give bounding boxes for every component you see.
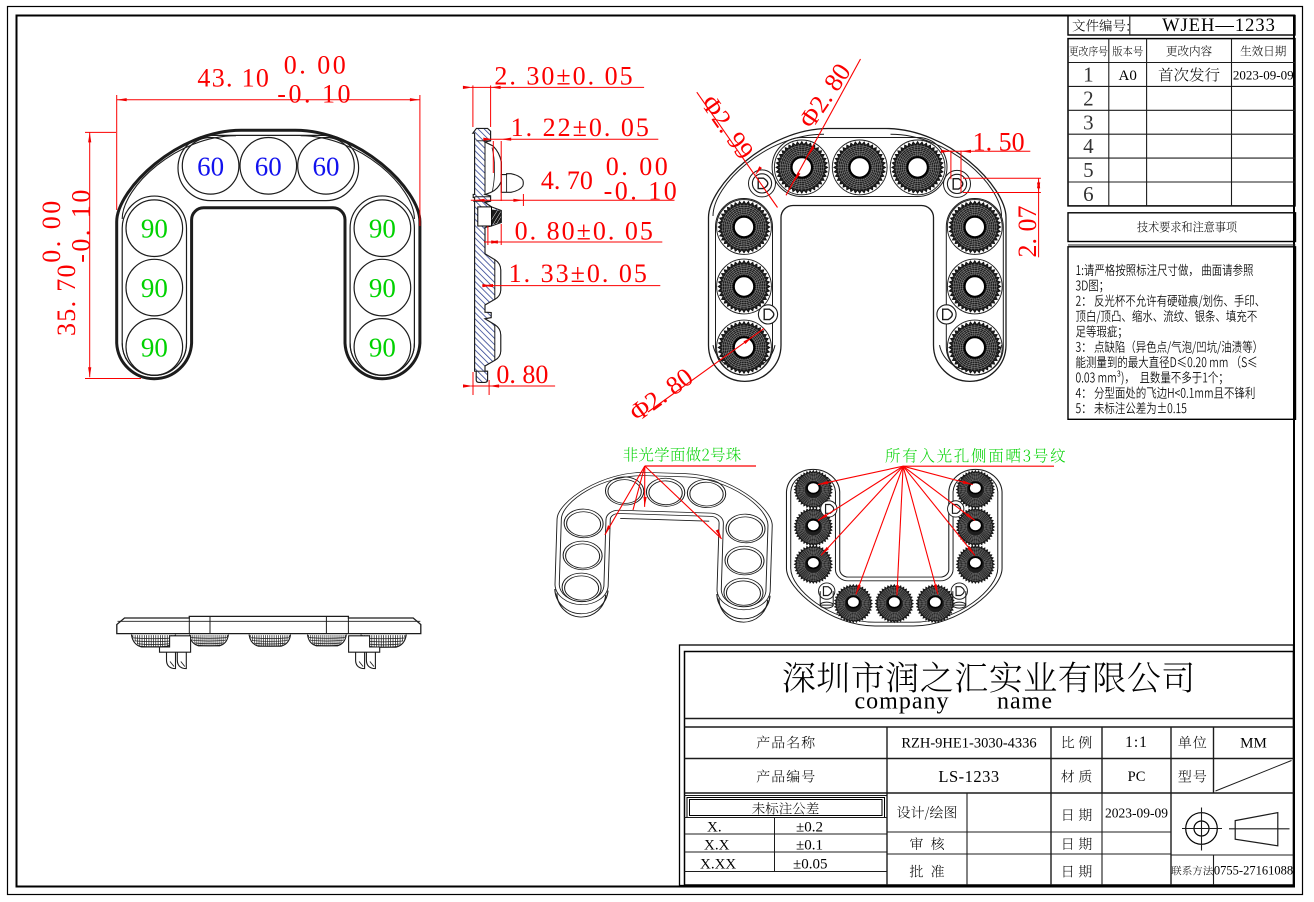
svg-text:MM: MM bbox=[1240, 736, 1267, 752]
svg-text:1. 50: 1. 50 bbox=[973, 127, 1025, 156]
svg-text:4. 70: 4. 70 bbox=[541, 166, 593, 195]
svg-text:60: 60 bbox=[255, 151, 282, 181]
svg-text:-0. 10: -0. 10 bbox=[67, 187, 96, 263]
svg-text:0. 00: 0. 00 bbox=[284, 51, 349, 80]
svg-text:35. 70: 35. 70 bbox=[52, 263, 81, 336]
svg-text:0. 80±0. 05: 0. 80±0. 05 bbox=[515, 217, 655, 246]
svg-text:Φ2. 99: Φ2. 99 bbox=[695, 90, 759, 165]
svg-text:0. 00: 0. 00 bbox=[37, 198, 66, 263]
svg-text:RZH-9HE1-3030-4336: RZH-9HE1-3030-4336 bbox=[901, 736, 1036, 752]
svg-text:0. 80: 0. 80 bbox=[496, 360, 548, 389]
svg-text:PC: PC bbox=[1128, 769, 1146, 785]
svg-text:0. 00: 0. 00 bbox=[606, 152, 671, 181]
svg-text:3: 3 bbox=[1083, 110, 1094, 134]
svg-text:A0: A0 bbox=[1119, 68, 1137, 84]
svg-text:WJEH—1233: WJEH—1233 bbox=[1162, 16, 1276, 36]
svg-text:company: company bbox=[855, 689, 950, 715]
svg-text:2023-09-09: 2023-09-09 bbox=[1105, 806, 1168, 821]
svg-text:1: 1 bbox=[1083, 62, 1094, 86]
svg-text:2: 2 bbox=[1083, 86, 1094, 110]
svg-text:90: 90 bbox=[141, 214, 168, 244]
svg-text:60: 60 bbox=[197, 151, 224, 181]
svg-text:90: 90 bbox=[141, 273, 168, 303]
svg-text:Φ2. 80: Φ2. 80 bbox=[793, 58, 857, 133]
svg-text:0755-27161088: 0755-27161088 bbox=[1214, 864, 1293, 878]
svg-text:±0.1: ±0.1 bbox=[796, 838, 823, 854]
svg-text:90: 90 bbox=[369, 273, 396, 303]
svg-text:90: 90 bbox=[141, 332, 168, 362]
svg-text:LS-1233: LS-1233 bbox=[938, 767, 999, 786]
svg-text:2. 07: 2. 07 bbox=[1013, 206, 1042, 258]
svg-text:name: name bbox=[997, 689, 1053, 715]
svg-text:1. 22±0. 05: 1. 22±0. 05 bbox=[511, 113, 651, 142]
svg-text:X.XX: X.XX bbox=[700, 857, 736, 873]
svg-text:1. 33±0. 05: 1. 33±0. 05 bbox=[509, 259, 649, 288]
svg-text:2023-09-09: 2023-09-09 bbox=[1233, 67, 1294, 82]
svg-text:X.: X. bbox=[707, 820, 722, 836]
svg-text:43. 10: 43. 10 bbox=[197, 64, 270, 93]
svg-text:60: 60 bbox=[313, 151, 340, 181]
svg-text:4: 4 bbox=[1083, 134, 1094, 158]
svg-text:90: 90 bbox=[369, 214, 396, 244]
svg-text:6: 6 bbox=[1083, 182, 1094, 206]
svg-text:±0.05: ±0.05 bbox=[793, 857, 827, 873]
svg-text:90: 90 bbox=[369, 332, 396, 362]
svg-text:1:1: 1:1 bbox=[1125, 734, 1148, 751]
svg-text:-0. 10: -0. 10 bbox=[604, 177, 680, 206]
svg-text:5: 5 bbox=[1083, 158, 1094, 182]
svg-text:2. 30±0. 05: 2. 30±0. 05 bbox=[494, 61, 634, 90]
svg-text:±0.2: ±0.2 bbox=[796, 820, 823, 836]
svg-text:-0. 10: -0. 10 bbox=[277, 79, 353, 108]
svg-text:Φ2. 80: Φ2. 80 bbox=[624, 362, 698, 427]
svg-text:X.X: X.X bbox=[704, 838, 730, 854]
